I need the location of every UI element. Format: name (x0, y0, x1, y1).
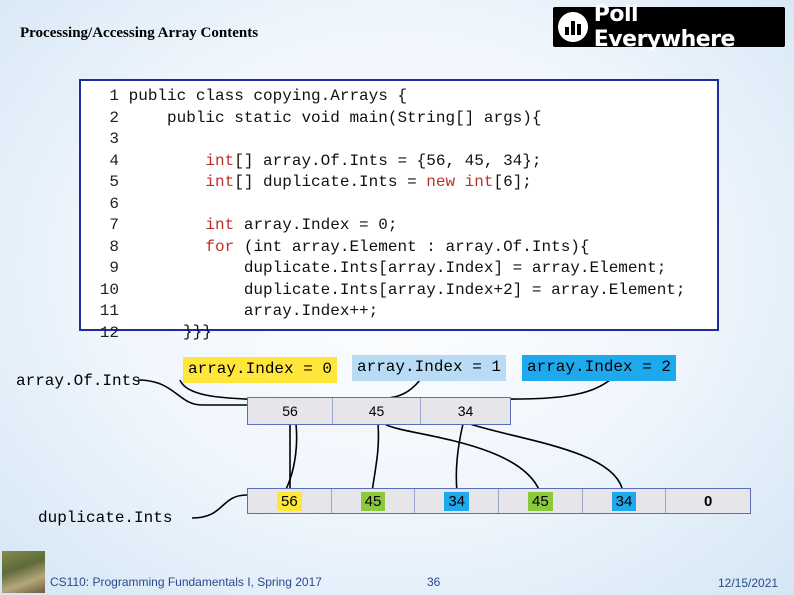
poll-everywhere-logo: Poll Everywhere (553, 2, 785, 52)
poll-bars-icon (558, 12, 588, 42)
line-number: 7 (109, 216, 119, 234)
code-line: 2 public static void main(String[] args)… (81, 109, 541, 127)
cell-value: 45 (528, 491, 553, 511)
bracket-dest (191, 494, 248, 519)
dest-array-cell: 34 (415, 489, 500, 513)
logo-text: Poll Everywhere (593, 2, 736, 52)
source-array-cell: 56 (248, 398, 333, 424)
dest-array-cell: 34 (583, 489, 667, 513)
code-keyword: int (205, 216, 235, 234)
code-text (129, 173, 206, 191)
line-number: 9 (109, 259, 119, 277)
dest-array: 56 45 34 45 34 0 (247, 488, 751, 514)
cell-value: 45 (368, 403, 385, 419)
code-keyword: int (205, 151, 235, 170)
code-line: 3 (81, 130, 129, 148)
code-text: array.Index = 0; (234, 216, 398, 234)
code-text: (int array.Element : array.Of.Ints){ (234, 237, 590, 256)
arrow-34-a (455, 423, 464, 493)
code-listing: 1 public class copying.Arrays { 2 public … (79, 79, 719, 342)
code-line: 5 int[] duplicate.Ints = new int[6]; (81, 173, 532, 191)
code-keyword: new int (426, 173, 494, 191)
code-text: array.Index++; (128, 302, 379, 320)
source-array: 56 45 34 (247, 397, 511, 425)
arrow-34-b (469, 423, 623, 489)
code-text: [6]; (493, 173, 532, 191)
code-line: 6 (81, 195, 129, 213)
dest-array-cell: 56 (248, 489, 332, 513)
code-closing-braces: }}} (183, 323, 212, 341)
dest-array-cell: 45 (332, 489, 416, 513)
code-line: 7 int array.Index = 0; (81, 216, 397, 234)
label-duplicate-ints: duplicate.Ints (38, 509, 173, 527)
bracket-source (137, 379, 247, 406)
cell-value: 34 (611, 491, 637, 511)
code-line: 9 duplicate.Ints[array.Index] = array.El… (81, 259, 666, 277)
cell-value: 56 (282, 403, 298, 419)
code-keyword: int (205, 173, 235, 191)
source-array-cell: 45 (333, 398, 421, 424)
footer-course: CS110: Programming Fundamentals I, Sprin… (50, 575, 322, 589)
source-array-cell: 34 (421, 398, 510, 424)
cell-value: 34 (457, 403, 474, 419)
line-number: 4 (109, 151, 119, 170)
code-text: [] duplicate.Ints = (234, 173, 427, 191)
line-number: 3 (109, 130, 119, 148)
code-line: 12 (81, 324, 129, 342)
link-idx1 (384, 379, 421, 399)
dest-array-cell: 0 (666, 489, 750, 513)
code-line: 8 for (int array.Element : array.Of.Ints… (81, 237, 590, 256)
code-line: 4 int[] array.Of.Ints = {56, 45, 34}; (81, 152, 541, 170)
code-text (129, 152, 206, 170)
line-number: 11 (99, 302, 119, 320)
course-thumbnail-image (2, 551, 45, 593)
arrow-45-a (371, 423, 380, 493)
slide-title: Processing/Accessing Array Contents (20, 25, 259, 41)
code-line: 1 public class copying.Arrays { (81, 87, 407, 105)
footer-date: 12/15/2021 (718, 576, 779, 590)
cell-value: 56 (276, 491, 302, 511)
footer-page-number: 36 (427, 575, 441, 589)
index-label-2: array.Index = 2 (522, 355, 677, 381)
code-text: public static void main(String[] args){ (128, 108, 542, 127)
code-text: duplicate.Ints[array.Index] = array.Elem… (128, 259, 667, 277)
cell-value: 0 (704, 492, 713, 510)
line-number: 5 (109, 173, 119, 191)
cell-value: 34 (444, 491, 470, 511)
line-number: 12 (99, 323, 119, 342)
dest-array-cell: 45 (499, 489, 583, 513)
code-text: [] array.Of.Ints = {56, 45, 34}; (234, 151, 542, 170)
index-label-0: array.Index = 0 (183, 357, 338, 383)
code-text: duplicate.Ints[array.Index+2] = array.El… (128, 280, 686, 299)
code-keyword: for (205, 237, 235, 256)
cell-value: 45 (360, 491, 386, 511)
code-line: 11 array.Index++; (81, 302, 378, 320)
line-number: 1 (109, 87, 119, 105)
arrow-45-b (384, 423, 541, 493)
line-number: 6 (109, 194, 119, 213)
label-array-of-ints: array.Of.Ints (16, 372, 141, 390)
line-number: 2 (109, 108, 119, 127)
code-text (129, 216, 206, 234)
code-text: public class copying.Arrays { (128, 87, 408, 105)
code-line: 10 duplicate.Ints[array.Index+2] = array… (81, 281, 686, 299)
line-number: 10 (99, 280, 119, 299)
index-label-1: array.Index = 1 (352, 355, 507, 381)
code-text (129, 238, 206, 256)
line-number: 8 (109, 237, 119, 256)
